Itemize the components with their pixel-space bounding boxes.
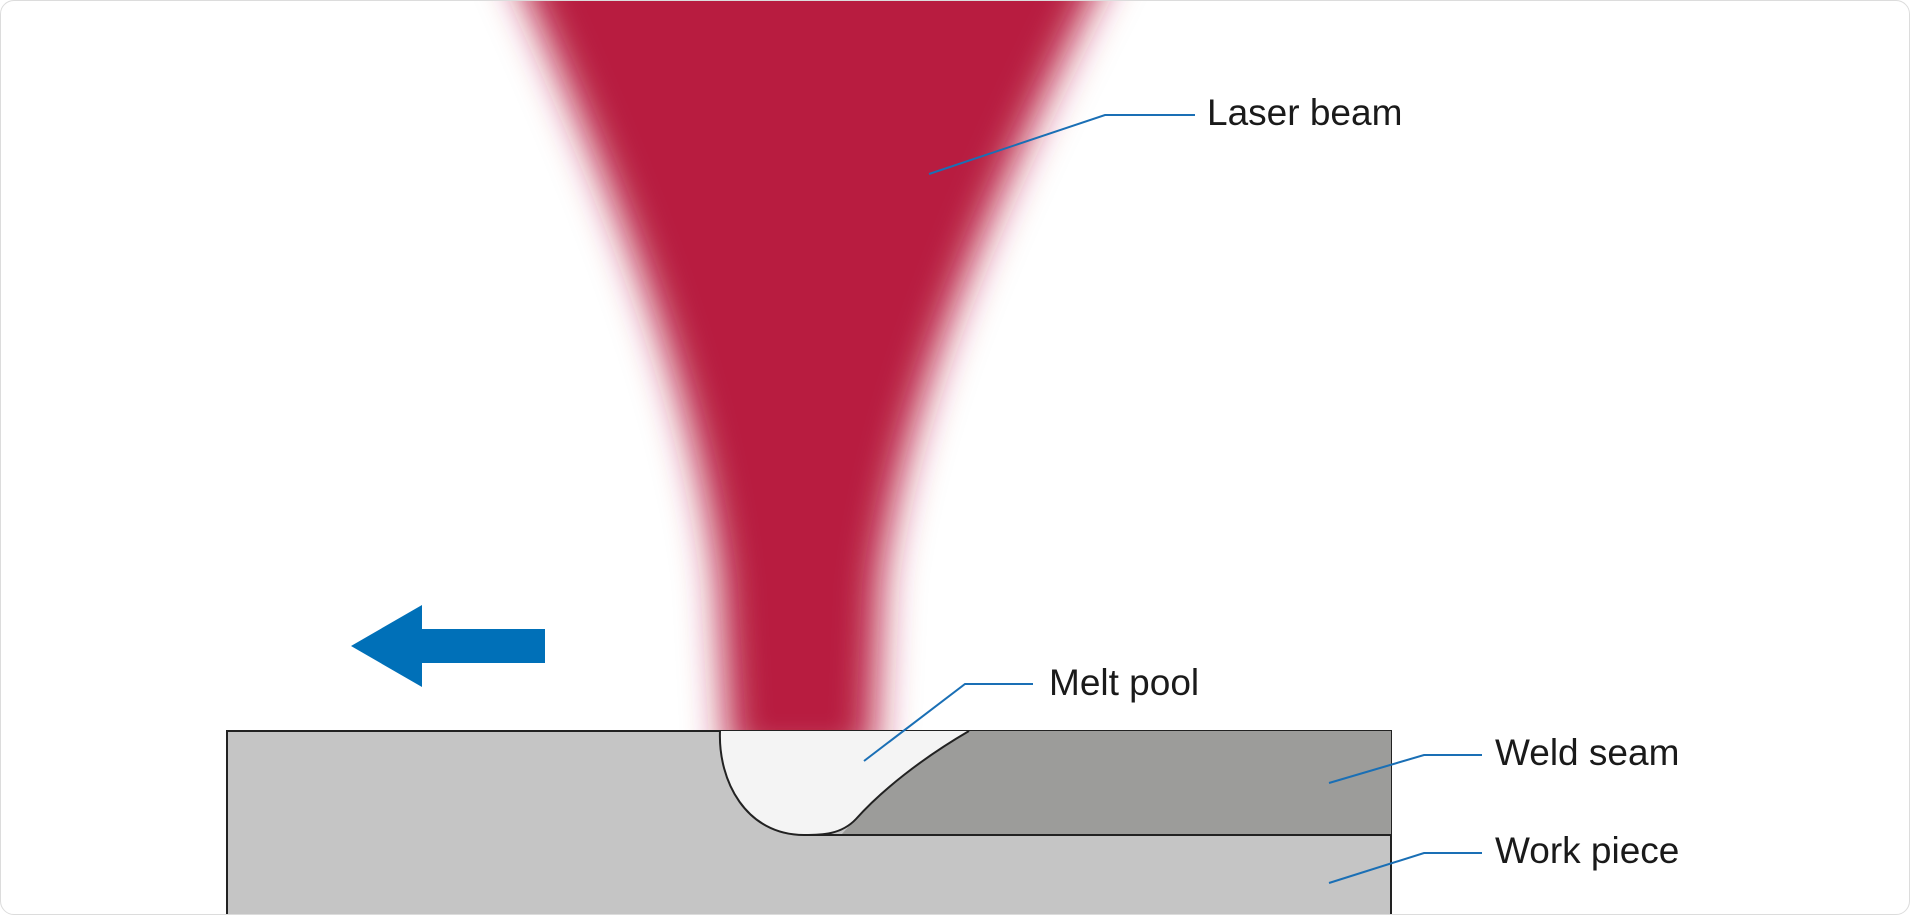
leader-work-piece bbox=[1328, 852, 1482, 884]
melt-pool bbox=[719, 731, 969, 835]
label-melt-pool: Melt pool bbox=[1049, 662, 1199, 703]
leader-melt-pool bbox=[863, 683, 1033, 762]
arrow-left-icon bbox=[351, 605, 545, 687]
label-weld-seam: Weld seam bbox=[1495, 732, 1679, 773]
leader-laser-beam bbox=[928, 114, 1195, 175]
melt-pool-outline bbox=[718, 730, 970, 837]
laser-beam bbox=[528, 1, 1092, 731]
leader-weld-seam bbox=[1328, 754, 1482, 784]
label-work-piece: Work piece bbox=[1495, 830, 1679, 871]
label-laser-beam: Laser beam bbox=[1207, 92, 1402, 133]
laser-beam-shape bbox=[528, 1, 1092, 731]
weld-seam bbox=[841, 731, 1391, 835]
